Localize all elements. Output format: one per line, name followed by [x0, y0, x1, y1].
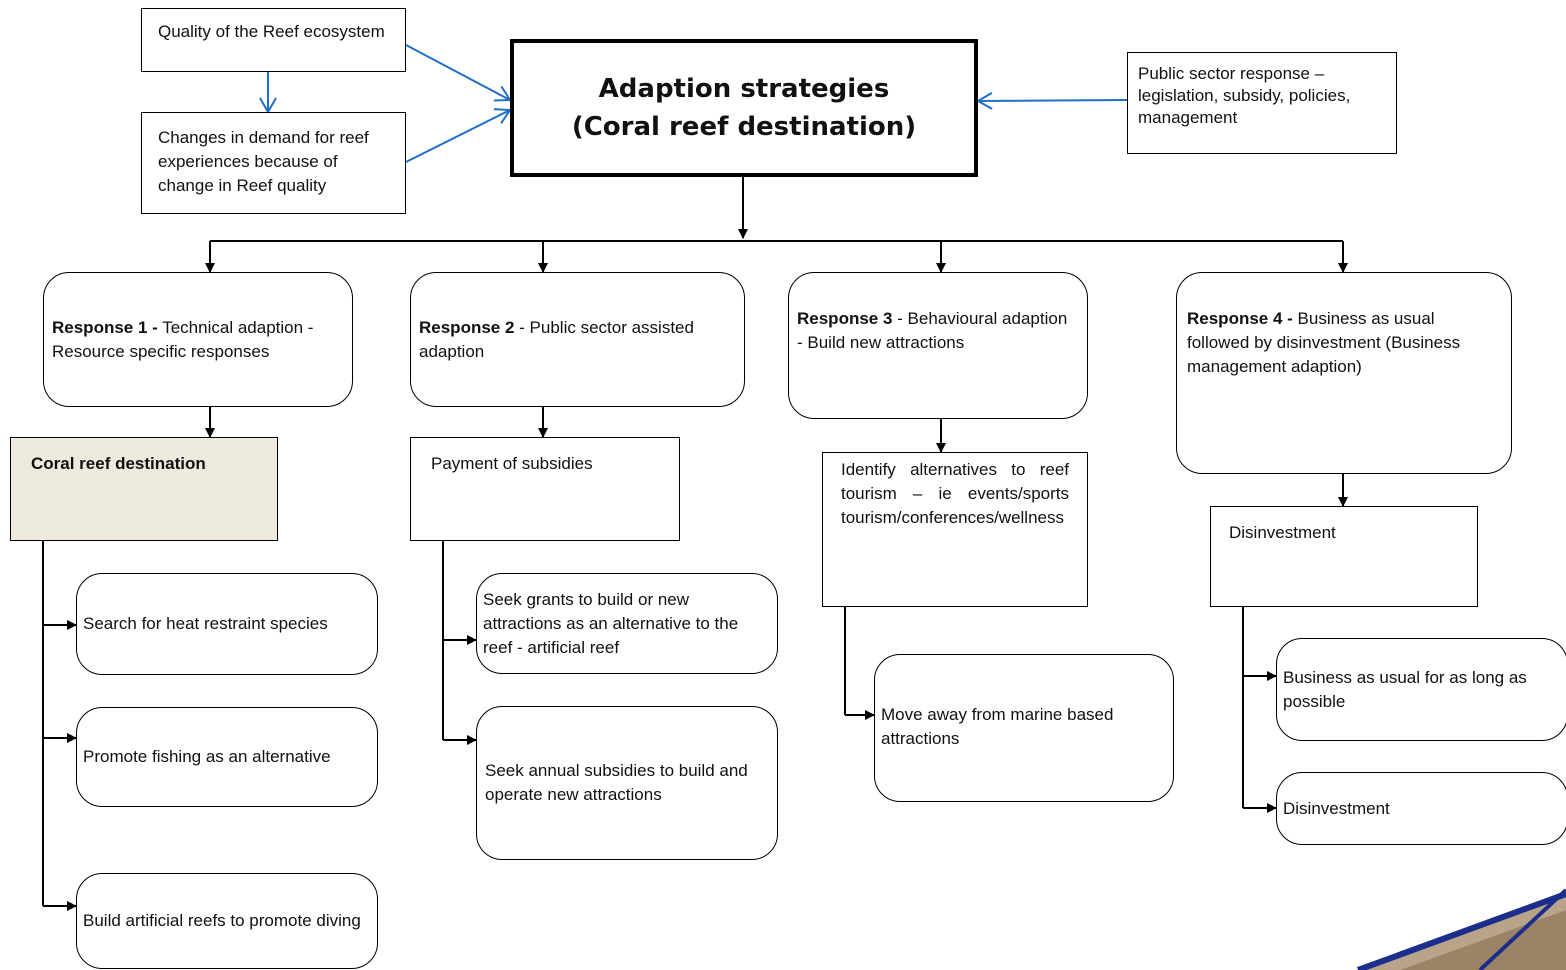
- box-payment-subsidies: Payment of subsidies: [410, 437, 680, 541]
- black-connectors: [42, 177, 1348, 911]
- reef-quality-text: Quality of the Reef ecosystem: [158, 22, 385, 41]
- box-r3-action-1: Move away from marine based attractions: [874, 654, 1174, 802]
- response-1-label: Response 1 -: [52, 317, 158, 337]
- r1-action-1-text: Search for heat restraint species: [83, 614, 328, 633]
- response-1-text: Technical adaption - Resource specific r…: [52, 317, 314, 361]
- response-3-label: Response 3: [797, 309, 893, 328]
- demand-change-text: Changes in demand for reef experiences b…: [158, 128, 369, 195]
- corner-image-fragment: [1356, 888, 1566, 970]
- box-coral-reef-destination: Coral reef destination: [10, 437, 278, 541]
- box-response-2: Response 2 - Public sector assisted adap…: [410, 272, 745, 407]
- blue-arrows: [259, 44, 1128, 163]
- title-line-1: Adaption strategies: [598, 74, 890, 104]
- arrow-quality-to-title: [405, 44, 512, 102]
- r2-action-2-text: Seek annual subsidies to build and opera…: [485, 761, 748, 804]
- arrow-demand-to-title: [405, 108, 512, 163]
- box-title: Adaption strategies (Coral reef destinat…: [510, 39, 978, 177]
- payment-subsidies-text: Payment of subsidies: [431, 454, 593, 473]
- box-r4-action-2: Disinvestment: [1276, 772, 1566, 845]
- disinvestment-parent-text: Disinvestment: [1229, 523, 1336, 542]
- box-disinvestment-parent: Disinvestment: [1210, 506, 1478, 607]
- box-r1-action-3: Build artificial reefs to promote diving: [76, 873, 378, 969]
- box-r1-action-2: Promote fishing as an alternative: [76, 707, 378, 807]
- response-4-label: Response 4 -: [1187, 309, 1293, 328]
- box-response-3: Response 3 - Behavioural adaption - Buil…: [788, 272, 1088, 419]
- box-public-sector: Public sector response – legislation, su…: [1127, 52, 1397, 154]
- box-response-4: Response 4 - Business as usual followed …: [1176, 272, 1512, 474]
- box-reef-quality: Quality of the Reef ecosystem: [141, 8, 406, 72]
- response-2-label: Response 2: [419, 317, 515, 337]
- r1-action-2-text: Promote fishing as an alternative: [83, 747, 331, 766]
- r4-action-2-text: Disinvestment: [1283, 798, 1390, 818]
- r3-action-1-text: Move away from marine based attractions: [881, 705, 1114, 748]
- r2-action-1-text: Seek grants to build or new attractions …: [483, 589, 739, 657]
- box-response-1: Response 1 - Technical adaption - Resour…: [43, 272, 353, 407]
- box-identify-alternatives: Identify alternatives to reef tourism – …: [822, 452, 1088, 607]
- box-demand-change: Changes in demand for reef experiences b…: [141, 112, 406, 214]
- response-2-text: - Public sector assisted adaption: [419, 317, 694, 361]
- title-line-2: (Coral reef destination): [571, 112, 917, 142]
- box-r4-action-1: Business as usual for as long as possibl…: [1276, 638, 1566, 741]
- identify-alternatives-text: Identify alternatives to reef tourism – …: [841, 460, 1069, 527]
- r4-action-1-text: Business as usual for as long as possibl…: [1283, 667, 1527, 711]
- box-r2-action-1: Seek grants to build or new attractions …: [476, 573, 778, 674]
- r1-action-3-text: Build artificial reefs to promote diving: [83, 911, 361, 930]
- response-4-text: Business as usual followed by disinvestm…: [1187, 309, 1461, 376]
- box-r1-action-1: Search for heat restraint species: [76, 573, 378, 675]
- response-3-text: - Behavioural adaption - Build new attra…: [797, 309, 1068, 352]
- arrow-public-to-title: [975, 92, 1128, 110]
- public-sector-text: Public sector response – legislation, su…: [1138, 64, 1351, 127]
- coral-reef-destination-text: Coral reef destination: [31, 454, 206, 473]
- box-r2-action-2: Seek annual subsidies to build and opera…: [476, 706, 778, 860]
